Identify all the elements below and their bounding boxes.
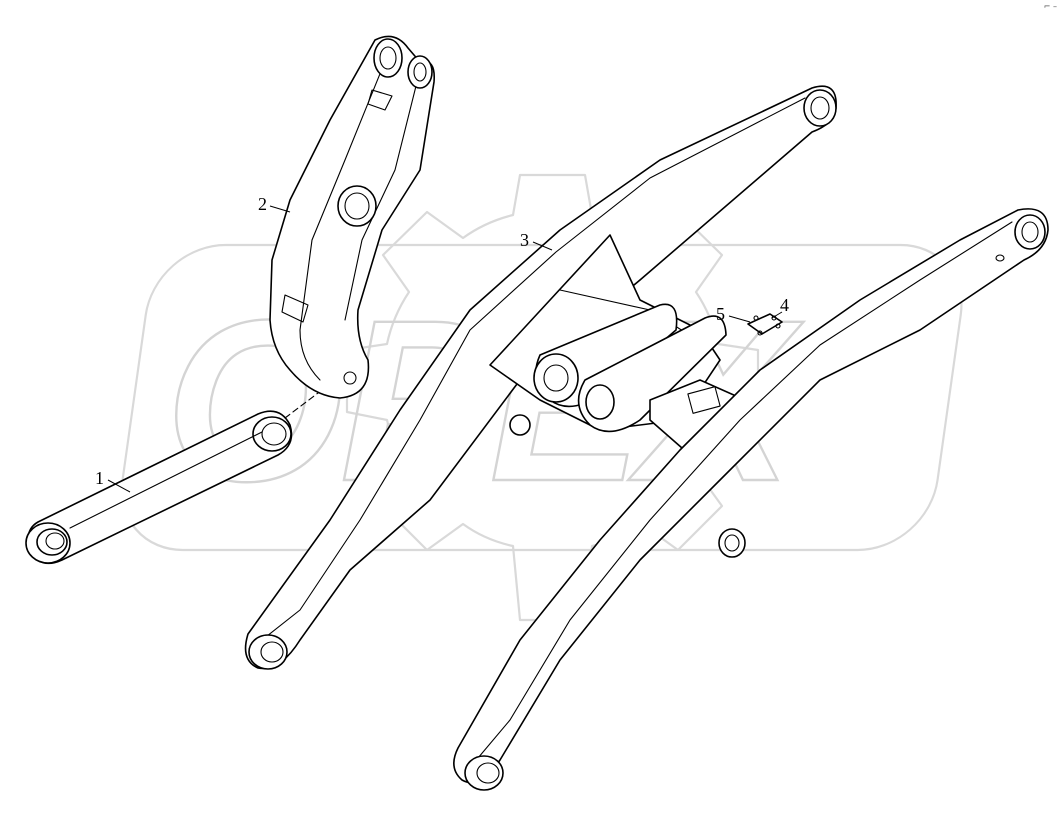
callout-3: 3 (520, 230, 553, 251)
svg-text:2: 2 (258, 194, 267, 214)
svg-text:5: 5 (716, 304, 725, 324)
part-3-boom-arm-right (453, 208, 1049, 791)
callout-2: 2 (258, 194, 291, 214)
callout-1: 1 (95, 468, 131, 493)
part-1-link-rod (25, 392, 319, 565)
part-3-boom-arm-left (244, 85, 837, 670)
callout-4: 4 (771, 295, 789, 319)
svg-text:3: 3 (520, 230, 529, 250)
part-4-5-plate (747, 313, 783, 336)
svg-text:4: 4 (780, 295, 789, 315)
corner-mark: ⌐ – (1043, 2, 1057, 11)
callout-5: 5 (716, 304, 751, 324)
svg-text:1: 1 (95, 468, 104, 488)
part-2-bell-crank (269, 35, 436, 399)
